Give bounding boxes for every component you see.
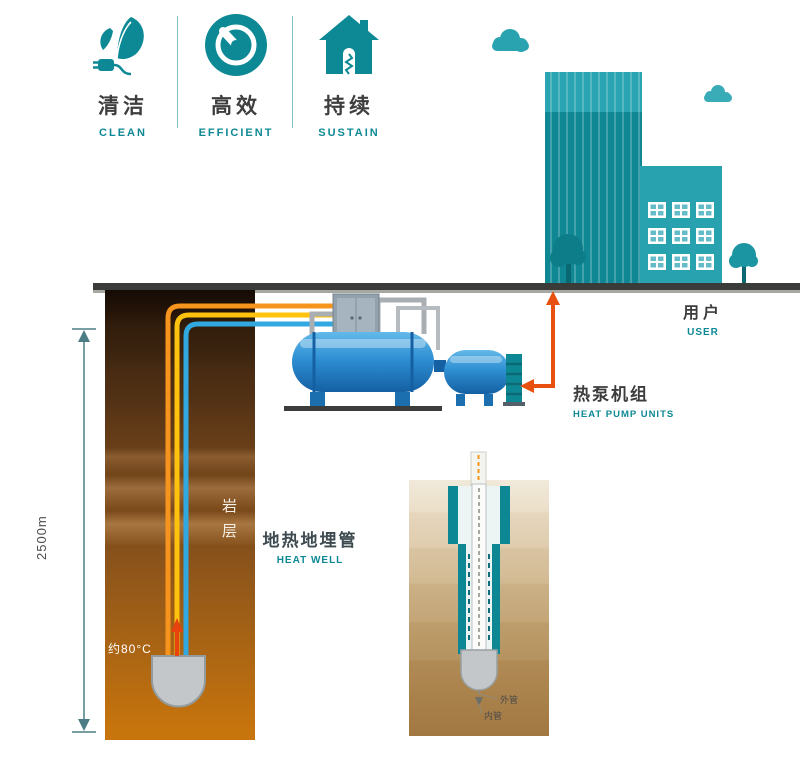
tree-icon [550, 234, 586, 283]
user-label: 用户 USER [664, 299, 742, 338]
feature-sustain: 持续 SUSTAIN [293, 12, 405, 139]
heat-up-arrowhead [171, 618, 183, 632]
feature-clean-label: 清洁 [98, 95, 148, 118]
cloud-icon [492, 29, 529, 52]
well-pipes [151, 303, 340, 708]
heat-well-label: 地热地埋管 HEAT WELL [262, 526, 358, 566]
feature-sustain-label: 持续 [324, 95, 374, 118]
heat-pump-label: 热泵机组 HEAT PUMP UNITS [573, 380, 674, 420]
well-bottom-capsule [151, 655, 206, 708]
feature-clean-sublabel: CLEAN [99, 127, 147, 139]
feature-clean: 清洁 CLEAN [67, 12, 179, 139]
city-illustration [492, 29, 758, 283]
depth-label: 2500m [34, 515, 49, 560]
feature-efficient-sublabel: EFFICIENT [198, 127, 274, 139]
heat-well-label-zh: 地热地埋管 [262, 531, 358, 550]
pipe-orange [165, 303, 340, 660]
cloud-icon [704, 85, 732, 102]
rock-layer-label: 岩层 [220, 498, 237, 548]
ground-shadow-line [93, 290, 800, 293]
pipe-yellow [174, 312, 340, 660]
inset-bottom-capsule [460, 649, 498, 691]
well-detail-inset: 外管 内管 [409, 451, 549, 736]
heat-pump-illustration [284, 293, 525, 411]
house-icon [319, 15, 379, 75]
tree-icon [729, 243, 758, 283]
gray-pipe [396, 306, 440, 350]
main-tank [292, 332, 434, 392]
user-label-en: USER [687, 327, 719, 338]
gray-pipe [309, 311, 336, 336]
feature-sustain-sublabel: SUSTAIN [318, 127, 380, 139]
feature-efficient: 高效 EFFICIENT [180, 12, 292, 139]
feature-divider [292, 16, 293, 128]
flow-down-arrowhead [475, 697, 483, 706]
leaf-plug-icon [93, 17, 144, 76]
heat-pump-label-en: HEAT PUMP UNITS [573, 409, 675, 420]
pump-unit [506, 354, 522, 402]
heat-well-label-en: HEAT WELL [276, 555, 344, 566]
temperature-label: 约80°C [108, 642, 152, 656]
gray-pipe [375, 297, 427, 334]
user-label-zh: 用户 [682, 305, 723, 322]
feature-divider [177, 16, 178, 128]
pipe-blue [183, 321, 340, 660]
short-building [640, 166, 722, 283]
heat-pump-label-zh: 热泵机组 [573, 385, 649, 404]
gauge-icon [205, 14, 267, 76]
inner-pipe-label: 内管 [484, 710, 502, 721]
depth-marker [72, 328, 96, 733]
feature-efficient-label: 高效 [211, 95, 261, 118]
outer-pipe-label: 外管 [500, 694, 518, 705]
secondary-tank [444, 350, 510, 394]
ground-line [93, 283, 800, 290]
machine-base [284, 406, 442, 411]
